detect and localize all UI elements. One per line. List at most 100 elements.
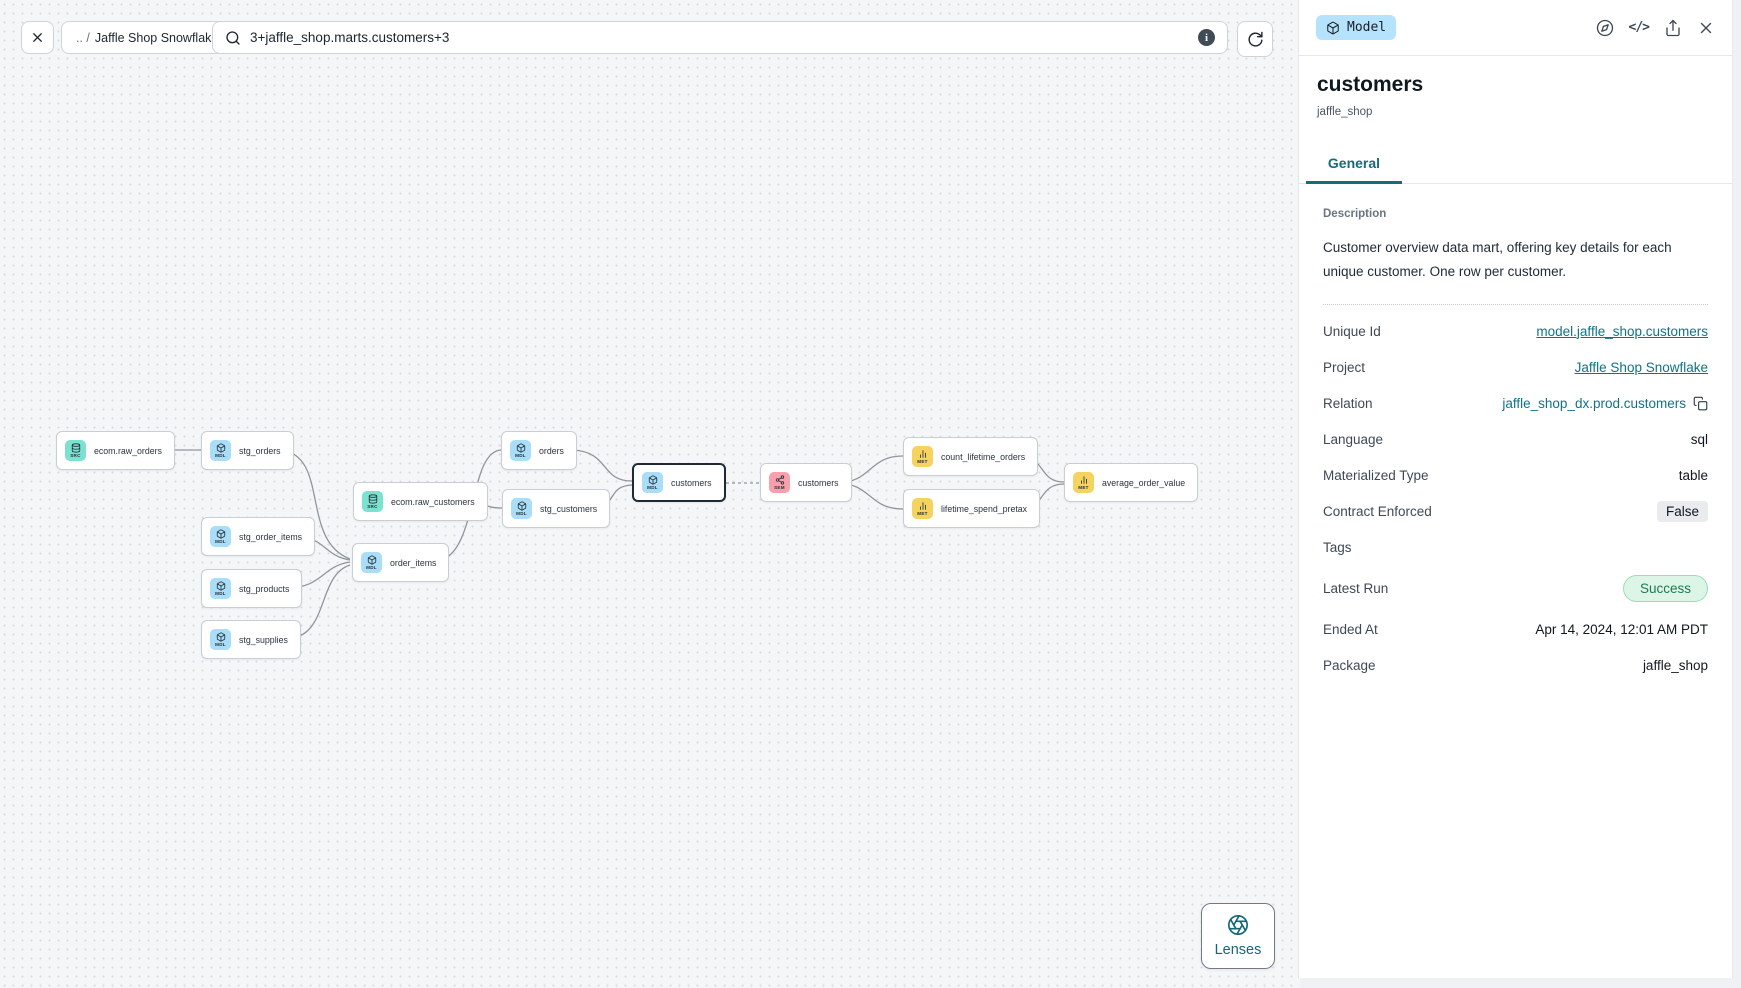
field-row-tags: Tags <box>1323 529 1708 565</box>
panel-subtitle: jaffle_shop <box>1317 106 1373 118</box>
semantic-model-icon: SEM <box>769 472 790 493</box>
graph-node-customers[interactable]: MDL customers <box>632 463 726 502</box>
field-value: sql <box>1690 431 1708 447</box>
lenses-label: Lenses <box>1214 942 1262 958</box>
field-value: jaffle_shop_dx.prod.customers <box>1502 395 1686 411</box>
node-label: ecom.raw_orders <box>94 445 162 456</box>
field-row-unique-id: Unique Id model.jaffle_shop.customers <box>1323 313 1708 349</box>
explore-compass-icon[interactable] <box>1596 19 1614 37</box>
lineage-edge <box>572 449 633 482</box>
field-link[interactable]: Jaffle Shop Snowflake <box>1574 359 1708 375</box>
model-icon: MDL <box>210 629 231 650</box>
lineage-search[interactable]: i <box>212 21 1228 54</box>
model-cube-icon <box>1326 21 1340 35</box>
node-label: customers <box>798 477 839 488</box>
graph-node-ecom-raw-orders[interactable]: SRC ecom.raw_orders <box>56 431 175 470</box>
node-label: order_items <box>390 557 437 568</box>
field-link[interactable]: model.jaffle_shop.customers <box>1536 323 1708 339</box>
refresh-button[interactable] <box>1237 21 1273 57</box>
model-icon: MDL <box>642 472 663 493</box>
graph-node-count-lifetime-orders[interactable]: MET count_lifetime_orders <box>903 437 1039 476</box>
graph-node-order-items[interactable]: MDL order_items <box>352 543 450 582</box>
graph-node-orders[interactable]: MDL orders <box>501 431 577 470</box>
search-input[interactable] <box>250 30 1189 45</box>
details-panel: Model </> customers jaffle_shop General … <box>1298 0 1733 978</box>
copy-icon[interactable] <box>1693 396 1708 411</box>
node-label: stg_products <box>239 583 290 594</box>
share-icon[interactable] <box>1664 19 1682 37</box>
breadcrumb-project: Jaffle Shop Snowflake <box>94 30 219 45</box>
field-label: Relation <box>1323 395 1373 411</box>
field-row-ended-at: Ended At Apr 14, 2024, 12:01 AM PDT <box>1323 611 1708 647</box>
graph-node-average-order-value[interactable]: MET average_order_value <box>1064 463 1199 502</box>
node-label: average_order_value <box>1102 477 1186 488</box>
field-label: Language <box>1323 431 1384 447</box>
close-icon <box>30 30 45 45</box>
model-icon: MDL <box>210 526 231 547</box>
node-label: stg_orders <box>239 445 281 456</box>
aperture-icon <box>1227 914 1249 936</box>
model-icon: MDL <box>510 440 531 461</box>
model-icon: MDL <box>210 440 231 461</box>
node-label: count_lifetime_orders <box>941 451 1026 462</box>
panel-title: customers <box>1317 73 1424 96</box>
refresh-icon <box>1247 31 1264 48</box>
field-row-relation: Relation jaffle_shop_dx.prod.customers <box>1323 385 1708 421</box>
node-label: lifetime_spend_pretax <box>941 503 1028 514</box>
lineage-edge <box>280 449 351 560</box>
field-row-package: Package jaffle_shop <box>1323 647 1708 683</box>
graph-node-customers-semantic[interactable]: SEM customers <box>760 463 852 502</box>
field-label: Package <box>1323 657 1376 673</box>
code-icon[interactable]: </> <box>1628 20 1651 35</box>
node-label: stg_supplies <box>239 634 288 645</box>
divider <box>1323 304 1708 305</box>
field-row-project: Project Jaffle Shop Snowflake <box>1323 349 1708 385</box>
resource-type-badge: Model <box>1316 15 1397 40</box>
field-label: Latest Run <box>1323 580 1389 596</box>
graph-node-stg-supplies[interactable]: MDL stg_supplies <box>201 620 301 659</box>
model-icon: MDL <box>361 552 382 573</box>
tab-general[interactable]: General <box>1306 145 1402 184</box>
model-icon: MDL <box>210 578 231 599</box>
metric-icon: MET <box>1073 472 1094 493</box>
field-value: jaffle_shop <box>1642 657 1708 673</box>
field-value: Apr 14, 2024, 12:01 AM PDT <box>1535 621 1708 637</box>
field-label: Tags <box>1323 539 1352 555</box>
field-row-contract-enforced: Contract Enforced False <box>1323 493 1708 529</box>
metric-icon: MET <box>912 446 933 467</box>
graph-node-stg-products[interactable]: MDL stg_products <box>201 569 303 608</box>
info-icon[interactable]: i <box>1198 29 1215 46</box>
field-value: table <box>1678 467 1708 483</box>
graph-node-stg-order-items[interactable]: MDL stg_order_items <box>201 517 316 556</box>
source-icon: SRC <box>65 440 86 461</box>
resource-type-label: Model <box>1347 20 1387 35</box>
close-lineage-button[interactable] <box>21 21 54 54</box>
panel-header: Model </> <box>1299 0 1732 56</box>
lenses-button[interactable]: Lenses <box>1201 903 1275 969</box>
breadcrumb[interactable]: .. / Jaffle Shop Snowflake <box>61 21 234 54</box>
description-label: Description <box>1323 208 1387 220</box>
node-label: stg_order_items <box>239 531 303 542</box>
field-label: Unique Id <box>1323 323 1381 339</box>
model-icon: MDL <box>511 498 532 519</box>
node-label: stg_customers <box>540 503 598 514</box>
field-label: Project <box>1323 359 1366 375</box>
graph-node-stg-customers[interactable]: MDL stg_customers <box>502 489 611 528</box>
search-icon <box>225 30 241 46</box>
description-text: Customer overview data mart, offering ke… <box>1323 240 1672 279</box>
graph-node-stg-orders[interactable]: MDL stg_orders <box>201 431 294 470</box>
breadcrumb-prefix: .. / <box>76 30 90 45</box>
field-label: Contract Enforced <box>1323 503 1432 519</box>
field-row-language: Language sql <box>1323 421 1708 457</box>
node-label: ecom.raw_customers <box>391 496 475 507</box>
field-label: Ended At <box>1323 621 1378 637</box>
node-label: customers <box>671 477 712 488</box>
node-label: orders <box>539 445 564 456</box>
close-panel-icon[interactable] <box>1697 19 1715 37</box>
value-badge: False <box>1656 500 1708 522</box>
status-badge: Success <box>1622 574 1708 602</box>
